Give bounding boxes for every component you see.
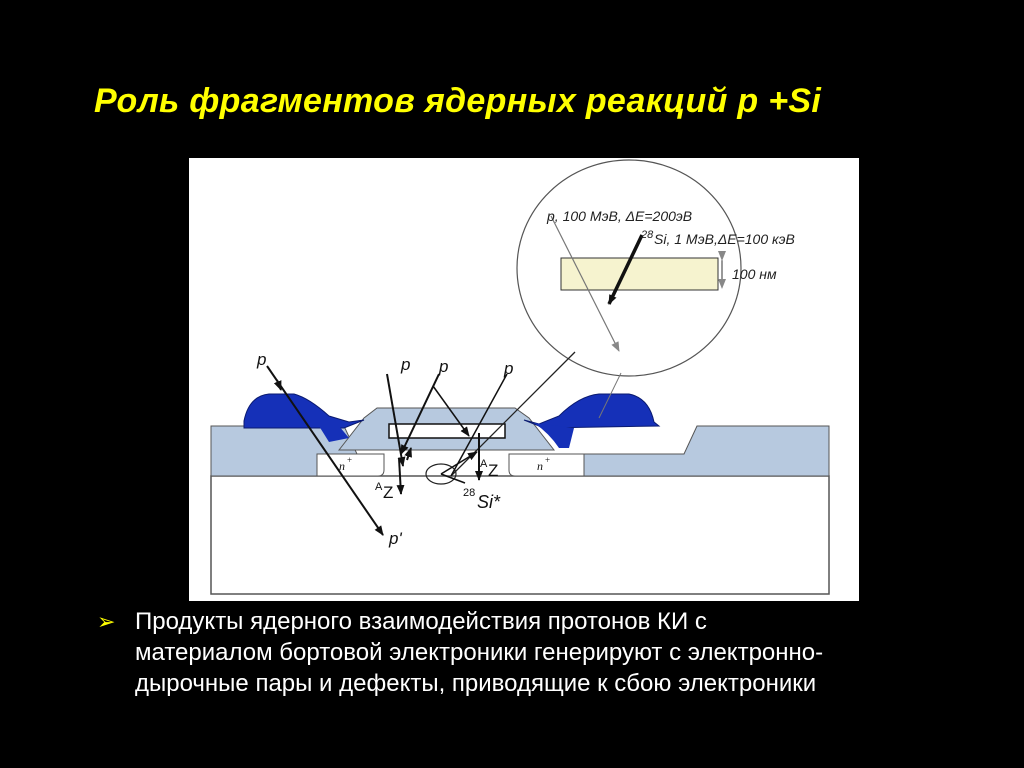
- inset-si-track: [607, 234, 644, 305]
- fragment-az-left: [396, 457, 405, 495]
- bullet-line-3: дырочные пары и дефекты, приводящие к сб…: [135, 670, 817, 697]
- proton-track-4: [450, 373, 508, 477]
- right-metal-foot: [534, 423, 574, 448]
- substrate: [210, 475, 830, 595]
- device-diagram: p, 100 МэВ, ΔE=200эВ 28 Si, 1 МэВ,ΔE=100…: [210, 159, 830, 595]
- bullet-arrow-icon: ➢: [97, 609, 116, 634]
- proton-track-3: [400, 373, 440, 455]
- label-p-4: p: [503, 359, 513, 378]
- gate-electrode: [388, 423, 506, 439]
- inset-si-mass: 28: [640, 229, 654, 241]
- fragment-az-right: [440, 451, 478, 475]
- label-az-right-sup: A: [480, 458, 488, 470]
- bullet-line-1: Продукты ядерного взаимодействия протоно…: [135, 608, 707, 635]
- slide-title: Роль фрагментов ядерных реакций p +Si: [94, 82, 822, 120]
- label-n-right: n: [537, 459, 543, 473]
- inset-si-label: Si, 1 МэВ,ΔE=100 кэВ: [654, 231, 795, 247]
- label-p-prime: p': [388, 529, 402, 548]
- device-cross-section-figure: p, 100 МэВ, ΔE=200эВ 28 Si, 1 МэВ,ΔE=100…: [189, 158, 859, 601]
- bullet-text: Продукты ядерного взаимодействия протоно…: [135, 606, 975, 699]
- label-si-star: Si*: [477, 492, 501, 512]
- proton-track-long: [266, 365, 384, 536]
- inset-thickness-label: 100 нм: [732, 266, 777, 282]
- label-az-left-sup: A: [375, 481, 383, 493]
- n-plus-left-region: [316, 453, 385, 477]
- label-az-left: Z: [383, 483, 393, 502]
- n-plus-right-region: [508, 453, 585, 477]
- label-n-right-sup: +: [545, 455, 550, 465]
- label-p-1: p: [256, 350, 266, 369]
- right-metal-contact: [523, 393, 661, 429]
- label-p-3: p: [438, 357, 448, 376]
- proton-track-2: [386, 373, 406, 467]
- label-n-left: n: [339, 459, 345, 473]
- label-p-2: p: [400, 355, 410, 374]
- inset-proton-label: p, 100 МэВ, ΔE=200эВ: [546, 208, 692, 224]
- label-si-mass: 28: [463, 487, 475, 499]
- label-az-right: Z: [488, 461, 498, 480]
- inset-proton-track: [550, 215, 620, 352]
- left-metal-contact: [243, 393, 365, 429]
- bullet-line-2: материалом бортовой электроники генериру…: [135, 639, 824, 666]
- right-oxide-block: [583, 425, 830, 477]
- inset-layer-band: [560, 257, 719, 291]
- interaction-site-circle: [425, 463, 457, 485]
- left-metal-foot: [319, 426, 349, 442]
- label-n-left-sup: +: [347, 455, 352, 465]
